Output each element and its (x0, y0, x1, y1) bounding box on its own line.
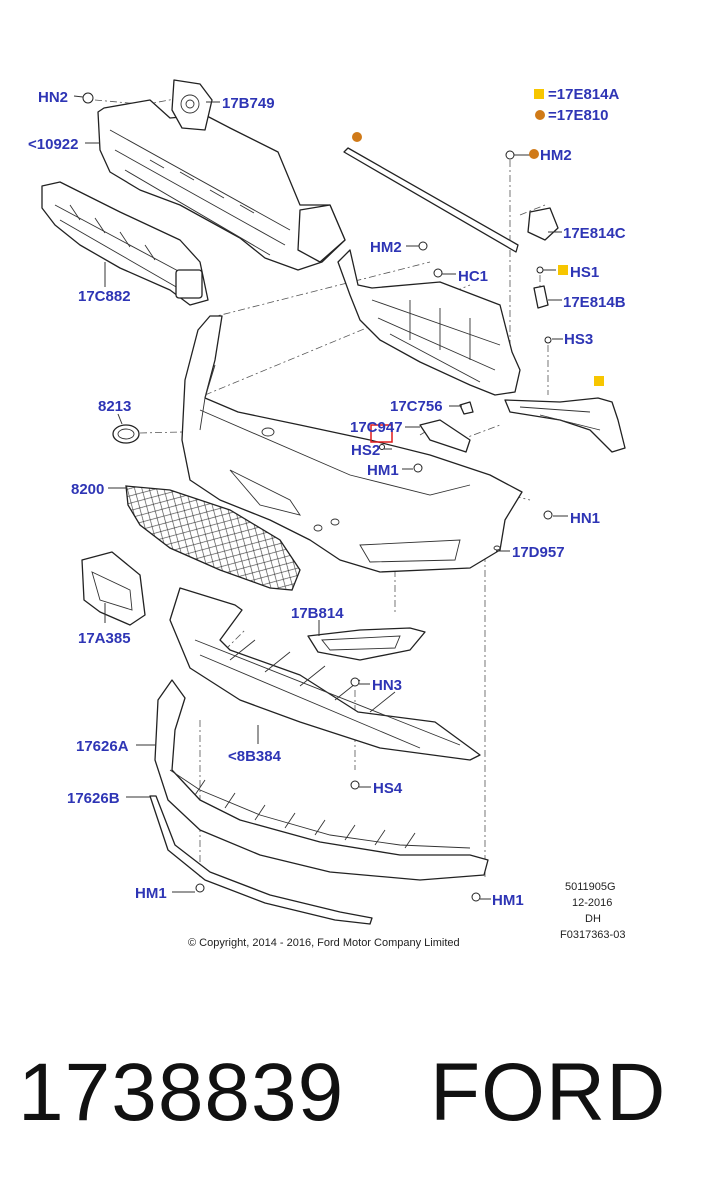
drawing-code: 5011905G (565, 881, 616, 893)
brand-name: FORD (430, 1047, 667, 1138)
svg-text:=17E810: =17E810 (548, 107, 608, 124)
label-hm1: HM1 (492, 892, 524, 909)
label-17b814: 17B814 (291, 605, 344, 622)
drawing-ref: F0317363-03 (560, 929, 625, 941)
legend: =17E814A =17E810 (534, 86, 619, 124)
fog-bezel-17b814-part (307, 627, 426, 661)
drawing-date: 12-2016 (572, 897, 612, 909)
part-number: 1738839 (18, 1047, 345, 1138)
circle-marker (352, 132, 362, 142)
legend-square-label: 17E814A (557, 86, 620, 103)
label-hm1: HM1 (135, 885, 167, 902)
label-hm2: HM2 (370, 239, 402, 256)
label-8200: 8200 (71, 481, 104, 498)
fasteners (82, 92, 553, 902)
label-17e814b: 17E814B (563, 294, 626, 311)
lower-panel-17626a-part (154, 679, 489, 881)
callout-labels: HN2 17B749 <10922 17C882 HM2 HM2 HC1 17E… (28, 89, 626, 909)
side-bracket-part (504, 397, 626, 453)
label-17e814c: 17E814C (563, 225, 626, 242)
copyright-text: © Copyright, 2014 - 2016, Ford Motor Com… (188, 937, 460, 949)
legend-eq: = (548, 107, 557, 124)
bracket-17e814b-part (533, 285, 549, 309)
label-hc1: HC1 (458, 268, 488, 285)
absorber-17c882-part (41, 181, 209, 306)
parts-diagram: =17E814A =17E810 HN2 17B749 <10922 17C88… (28, 79, 626, 949)
label-17626b: 17626B (67, 790, 120, 807)
label-17c756: 17C756 (390, 398, 443, 415)
strip-17e810-part (343, 147, 519, 253)
label-17d957: 17D957 (512, 544, 565, 561)
label-17b749: 17B749 (222, 95, 275, 112)
square-marker (558, 265, 568, 275)
bumper-cover-part (181, 315, 523, 573)
svg-text:=17E814A: =17E814A (548, 86, 619, 103)
label-hn2: HN2 (38, 89, 68, 106)
grille-support-part (337, 249, 521, 396)
drawing-initials: DH (585, 913, 601, 925)
legend-square-marker (534, 89, 544, 99)
legend-circle-marker (535, 110, 545, 120)
bracket-17e814c-part (527, 207, 559, 241)
label-17c882: 17C882 (78, 288, 131, 305)
label-hs4: HS4 (373, 780, 403, 797)
label-10922: <10922 (28, 136, 78, 153)
plate-bracket-17a385-part (81, 551, 146, 626)
label-17c947: 17C947 (350, 419, 403, 436)
label-hm1: HM1 (367, 462, 399, 479)
label-hn3: HN3 (372, 677, 402, 694)
label-hs1: HS1 (570, 264, 599, 281)
square-marker (594, 376, 604, 386)
leader-lines (73, 95, 568, 900)
lip-17626b-part (149, 795, 373, 925)
label-hm2: HM2 (540, 147, 572, 164)
highlight-box (370, 424, 393, 443)
label-8b384: <8B384 (228, 748, 282, 765)
circle-marker (529, 149, 539, 159)
legend-circle-label: 17E810 (557, 107, 609, 124)
label-hn1: HN1 (570, 510, 600, 527)
drawing-meta: 5011905G 12-2016 DH F0317363-03 (560, 881, 625, 941)
label-hs2: HS2 (351, 442, 380, 459)
label-hs3: HS3 (564, 331, 593, 348)
label-8213: 8213 (98, 398, 131, 415)
grille-8200-part (125, 485, 301, 591)
splash-shield-8b384-part (169, 587, 481, 761)
legend-eq: = (548, 86, 557, 103)
bracket-17c947-part (419, 401, 474, 453)
bracket-17b749-part (171, 79, 213, 131)
label-17626a: 17626A (76, 738, 129, 755)
label-17a385: 17A385 (78, 630, 131, 647)
bumper-reinforcement-part (97, 99, 346, 271)
emblem-8213-part (112, 424, 140, 444)
